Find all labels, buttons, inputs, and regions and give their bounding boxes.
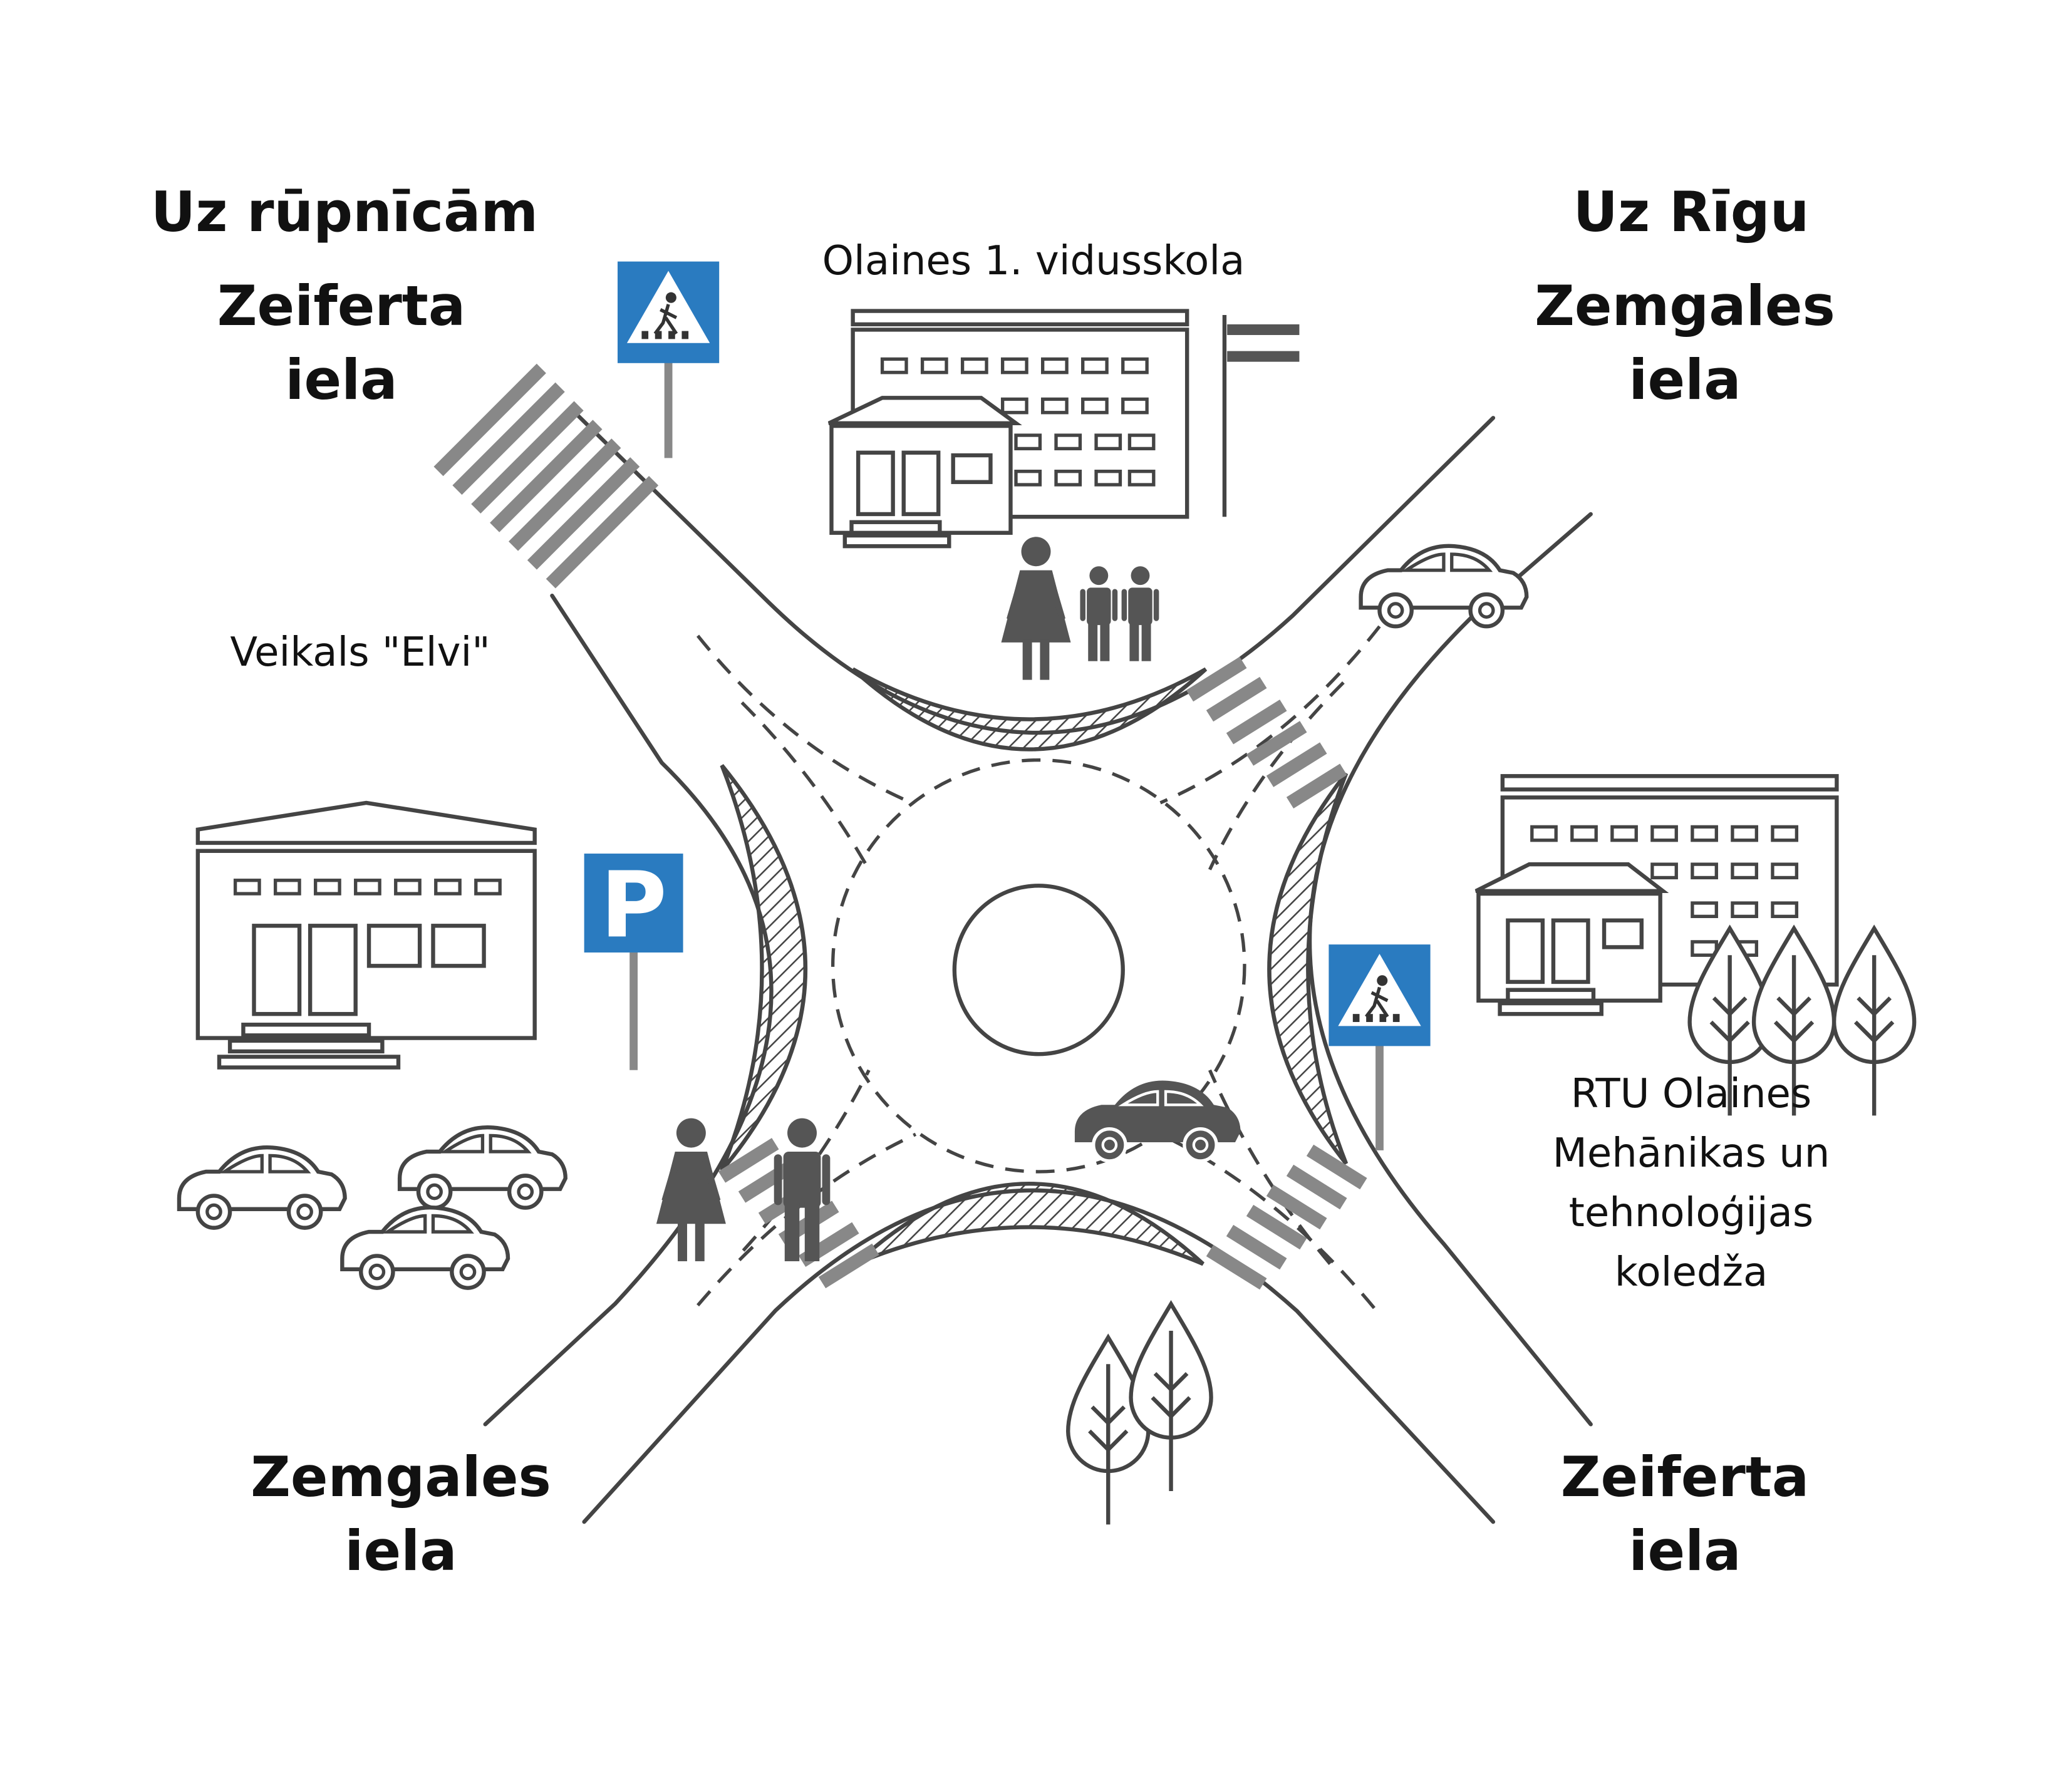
pedestrian-icon <box>1080 566 1118 661</box>
street-ne-line2: iela <box>1629 348 1741 412</box>
college-line2: Mehānikas un <box>1552 1130 1830 1177</box>
tree-icon <box>1131 1304 1211 1491</box>
car-icon <box>342 1207 508 1288</box>
shop-building-icon <box>195 800 537 1070</box>
college-line3: tehnoloģijas <box>1568 1190 1814 1236</box>
curb-island-bottom <box>854 1182 1204 1266</box>
car-icon <box>400 1127 566 1207</box>
label-street-sw: Zemgales iela <box>207 1440 595 1588</box>
label-college: RTU Olaines Mehānikas un tehnoloģijas ko… <box>1503 1065 1879 1303</box>
street-nw-line1: Zeiferta <box>217 274 466 338</box>
curb-island-top <box>851 667 1208 751</box>
college-line1: RTU Olaines <box>1570 1071 1812 1117</box>
flag-icon <box>1222 314 1300 517</box>
car-icon <box>1361 546 1527 626</box>
label-shop: Veikals "Elvi" <box>230 629 490 676</box>
central-island <box>952 884 1125 1056</box>
parking-sign: P <box>584 852 683 1070</box>
street-se-line2: iela <box>1629 1519 1741 1583</box>
label-direction-factories: Uz rūpnīcām <box>150 180 539 244</box>
label-school: Olaines 1. vidusskola <box>822 238 1245 284</box>
label-street-nw: Zeiferta iela <box>153 269 529 417</box>
street-nw-line2: iela <box>285 348 398 412</box>
pedestrian-icon <box>656 1118 726 1261</box>
label-direction-riga: Uz Rīgu <box>1573 180 1810 244</box>
car-icon <box>1075 1080 1241 1160</box>
parking-sign-icon <box>584 854 683 953</box>
label-street-se: Zeiferta iela <box>1491 1440 1879 1588</box>
pedestrian-crossing-sign-icon <box>618 262 719 363</box>
parking-sign-letter: P <box>600 852 666 958</box>
street-sw-line1: Zemgales <box>251 1445 551 1509</box>
road-edge-bottom <box>582 1188 1496 1524</box>
street-ne-line1: Zemgales <box>1535 274 1835 338</box>
pedestrian-crossing-sign-icon <box>1329 944 1430 1046</box>
curb-islands <box>720 667 1349 1266</box>
car-icon <box>179 1147 345 1227</box>
label-street-ne: Zemgales iela <box>1491 269 1879 417</box>
college-line4: koledža <box>1614 1249 1768 1296</box>
college-building-icon <box>1474 774 1839 1016</box>
pedestrian-icon <box>1001 537 1071 680</box>
curb-island-right <box>1267 772 1349 1165</box>
pedestrian-crossing-nw <box>433 363 659 589</box>
roundabout-ring <box>831 758 1246 1174</box>
pedestrian-crossing-ne <box>1186 656 1347 808</box>
pedestrian-icon <box>1121 566 1159 661</box>
pedestrian-crossing-sign-se <box>1329 944 1430 1150</box>
street-se-line1: Zeiferta <box>1560 1445 1810 1509</box>
school-building-icon <box>827 309 1189 549</box>
curb-island-left <box>720 764 808 1172</box>
street-sw-line2: iela <box>344 1519 457 1583</box>
lane-markings <box>696 625 1381 1309</box>
pedestrian-crossing-sign-nw <box>618 262 719 458</box>
pedestrian-crossing-se <box>1206 1144 1367 1290</box>
